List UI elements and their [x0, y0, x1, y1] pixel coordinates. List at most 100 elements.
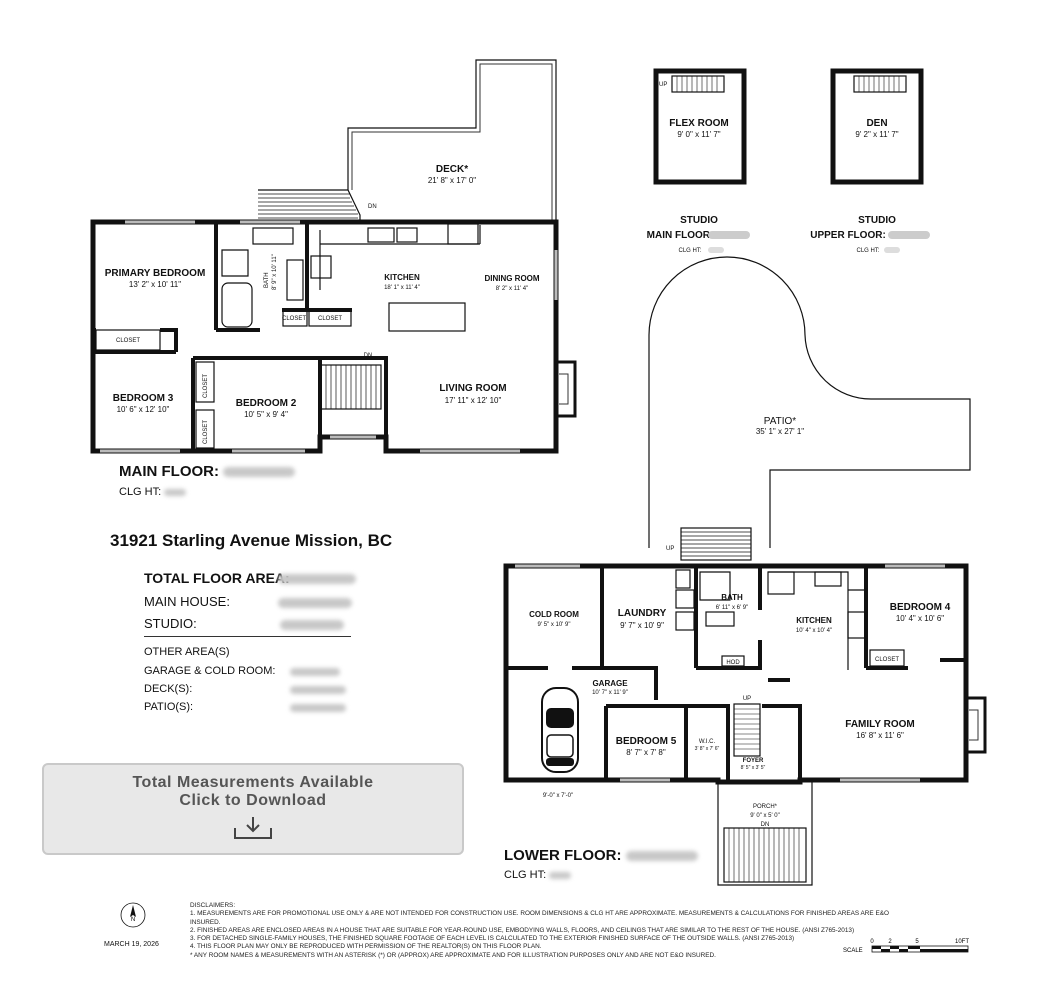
- bedroom-4-label: BEDROOM 4: [890, 602, 951, 613]
- living-room-dim: 17' 11" x 12' 10": [445, 396, 502, 405]
- lower-bath-label: BATH: [721, 593, 743, 602]
- svg-text:10FT: 10FT: [955, 939, 969, 945]
- kitchen-dim: 18' 1" x 11' 4": [384, 285, 420, 291]
- living-fireplace: [556, 360, 577, 418]
- lower-floor-outer-walls: [503, 563, 969, 785]
- foyer-dim: 8' 5" x 3' 5": [741, 765, 766, 771]
- deck-stair-rail: [258, 189, 361, 222]
- main-floor-stairs: [320, 364, 382, 410]
- bed3-closet-label: CLOSET: [203, 374, 209, 398]
- porch-dim: 9' 0" x 5' 0": [750, 813, 780, 819]
- hall-closet-b: [308, 309, 352, 327]
- bath-tub: [221, 282, 253, 328]
- den-label: DEN: [866, 118, 887, 129]
- scale-label: SCALE: [843, 948, 863, 954]
- deck-stairs: [258, 193, 358, 219]
- wic-label: W.I.C.: [699, 739, 716, 745]
- studio-main-clg: CLG HT:: [678, 248, 701, 254]
- lower-floor-interior-walls: [506, 566, 966, 780]
- deck-dim: 21' 8" x 17' 0": [428, 176, 476, 185]
- family-room-label: FAMILY ROOM: [845, 719, 914, 730]
- porch-stairs: [723, 827, 807, 883]
- deck-outline-inner: [351, 63, 553, 220]
- lower-stairs: [733, 703, 761, 757]
- kitchen-dishwasher: [396, 227, 418, 243]
- area-divider: [144, 636, 351, 637]
- primary-closet: [95, 329, 161, 351]
- laundry-water-heater: [675, 569, 691, 589]
- patio-dim: 35' 1" x 27' 1": [756, 427, 804, 436]
- porch-label: PORCH*: [753, 804, 778, 810]
- lower-floor-title: LOWER FLOOR:: [504, 847, 698, 864]
- studio-main-line2: MAIN FLOOR:: [647, 230, 714, 241]
- garage-dim: 10' 7" x 11' 9": [592, 690, 628, 696]
- lower-closet-label: CLOSET: [875, 657, 899, 663]
- studio-upper-clg: CLG HT:: [856, 248, 879, 254]
- lower-floor-clg: CLG HT:: [504, 869, 572, 881]
- disclaimers: DISCLAIMERS: 1. MEASUREMENTS ARE FOR PRO…: [190, 902, 889, 959]
- bedroom-3-dim: 10' 6" x 12' 10": [117, 405, 170, 414]
- laundry-label: LAUNDRY: [618, 608, 667, 619]
- main-stairs-dn: DN: [364, 353, 373, 359]
- hall-closet-b-label: CLOSET: [318, 316, 342, 322]
- bed2-closet-label: CLOSET: [203, 420, 209, 444]
- kitchen-sink: [367, 227, 395, 243]
- hall-closet-a: [282, 309, 308, 327]
- lower-kitchen-stove: [847, 611, 867, 639]
- garage-door-size: 9'-0" x 7'-0": [543, 793, 573, 799]
- foyer-label: FOYER: [743, 758, 764, 764]
- studio-upper-line2: UPPER FLOOR:: [810, 230, 886, 241]
- patio-label: PATIO*: [764, 416, 797, 427]
- svg-text:5: 5: [915, 939, 919, 945]
- main-floor-windows: [100, 220, 558, 453]
- living-room-label: LIVING ROOM: [439, 383, 506, 394]
- bedroom-5-label: BEDROOM 5: [616, 736, 677, 747]
- lower-kitchen-label: KITCHEN: [796, 616, 832, 625]
- property-address: 31921 Starling Avenue Mission, BC: [110, 531, 393, 550]
- main-house-area-row: MAIN HOUSE:: [144, 594, 230, 609]
- bedroom-3-label: BEDROOM 3: [113, 393, 174, 404]
- den-dim: 9' 2" x 11' 7": [855, 130, 898, 139]
- lower-kitchen-sink: [814, 571, 842, 587]
- flex-room-walls: [653, 68, 747, 185]
- cold-room-dim: 9' 5" x 10' 9": [538, 622, 571, 628]
- den-walls: [830, 68, 924, 185]
- download-line-2: Click to Download: [179, 792, 327, 809]
- svg-text:0: 0: [870, 939, 874, 945]
- deck-label: DECK*: [436, 164, 468, 175]
- bedroom-2-label: BEDROOM 2: [236, 398, 297, 409]
- svg-text:N: N: [131, 917, 135, 923]
- bedroom-5-dim: 8' 7" x 7' 8": [626, 748, 666, 757]
- flex-room-up: UP: [659, 82, 667, 88]
- lower-bath-vanity: [705, 611, 735, 627]
- family-room-dim: 16' 8" x 11' 6": [856, 731, 904, 740]
- download-line-1: Total Measurements Available: [132, 774, 374, 791]
- download-icon: [234, 817, 272, 839]
- bath-shower: [221, 249, 249, 277]
- main-floor-title: MAIN FLOOR:: [119, 463, 296, 480]
- primary-bedroom-label: PRIMARY BEDROOM: [105, 268, 206, 279]
- studio-plans: UP FLEX ROOM 9' 0" x 11' 7" STUDIO MAIN …: [647, 68, 930, 254]
- download-measurements-button[interactable]: Total Measurements Available Click to Do…: [42, 763, 464, 855]
- deck-outline: [347, 59, 557, 222]
- main-floor-clg: CLG HT:: [119, 486, 187, 498]
- primary-bedroom-dim: 13' 2" x 10' 11": [129, 280, 181, 289]
- porch-outline: [717, 782, 813, 886]
- flex-room-label: FLEX ROOM: [669, 118, 728, 129]
- bath-vanity-2: [286, 259, 304, 301]
- other-areas-heading: OTHER AREA(S): [144, 646, 230, 658]
- garage-car-icon: [541, 687, 579, 773]
- bed3-closet: [195, 361, 215, 403]
- primary-closet-label: CLOSET: [116, 338, 140, 344]
- garage-cold-area-row: GARAGE & COLD ROOM:: [144, 665, 276, 677]
- lower-bath-shower: [699, 571, 731, 601]
- svg-text:2: 2: [888, 939, 892, 945]
- laundry-dryer: [675, 611, 695, 631]
- plan-date: MARCH 19, 2026: [104, 941, 159, 948]
- cold-room-label: COLD ROOM: [529, 610, 579, 619]
- bedroom-2-dim: 10' 5" x 9' 4": [244, 410, 288, 419]
- bed2-closet: [195, 409, 215, 449]
- patios-area-row: PATIO(S):: [144, 701, 194, 713]
- decks-area-row: DECK(S):: [144, 683, 193, 695]
